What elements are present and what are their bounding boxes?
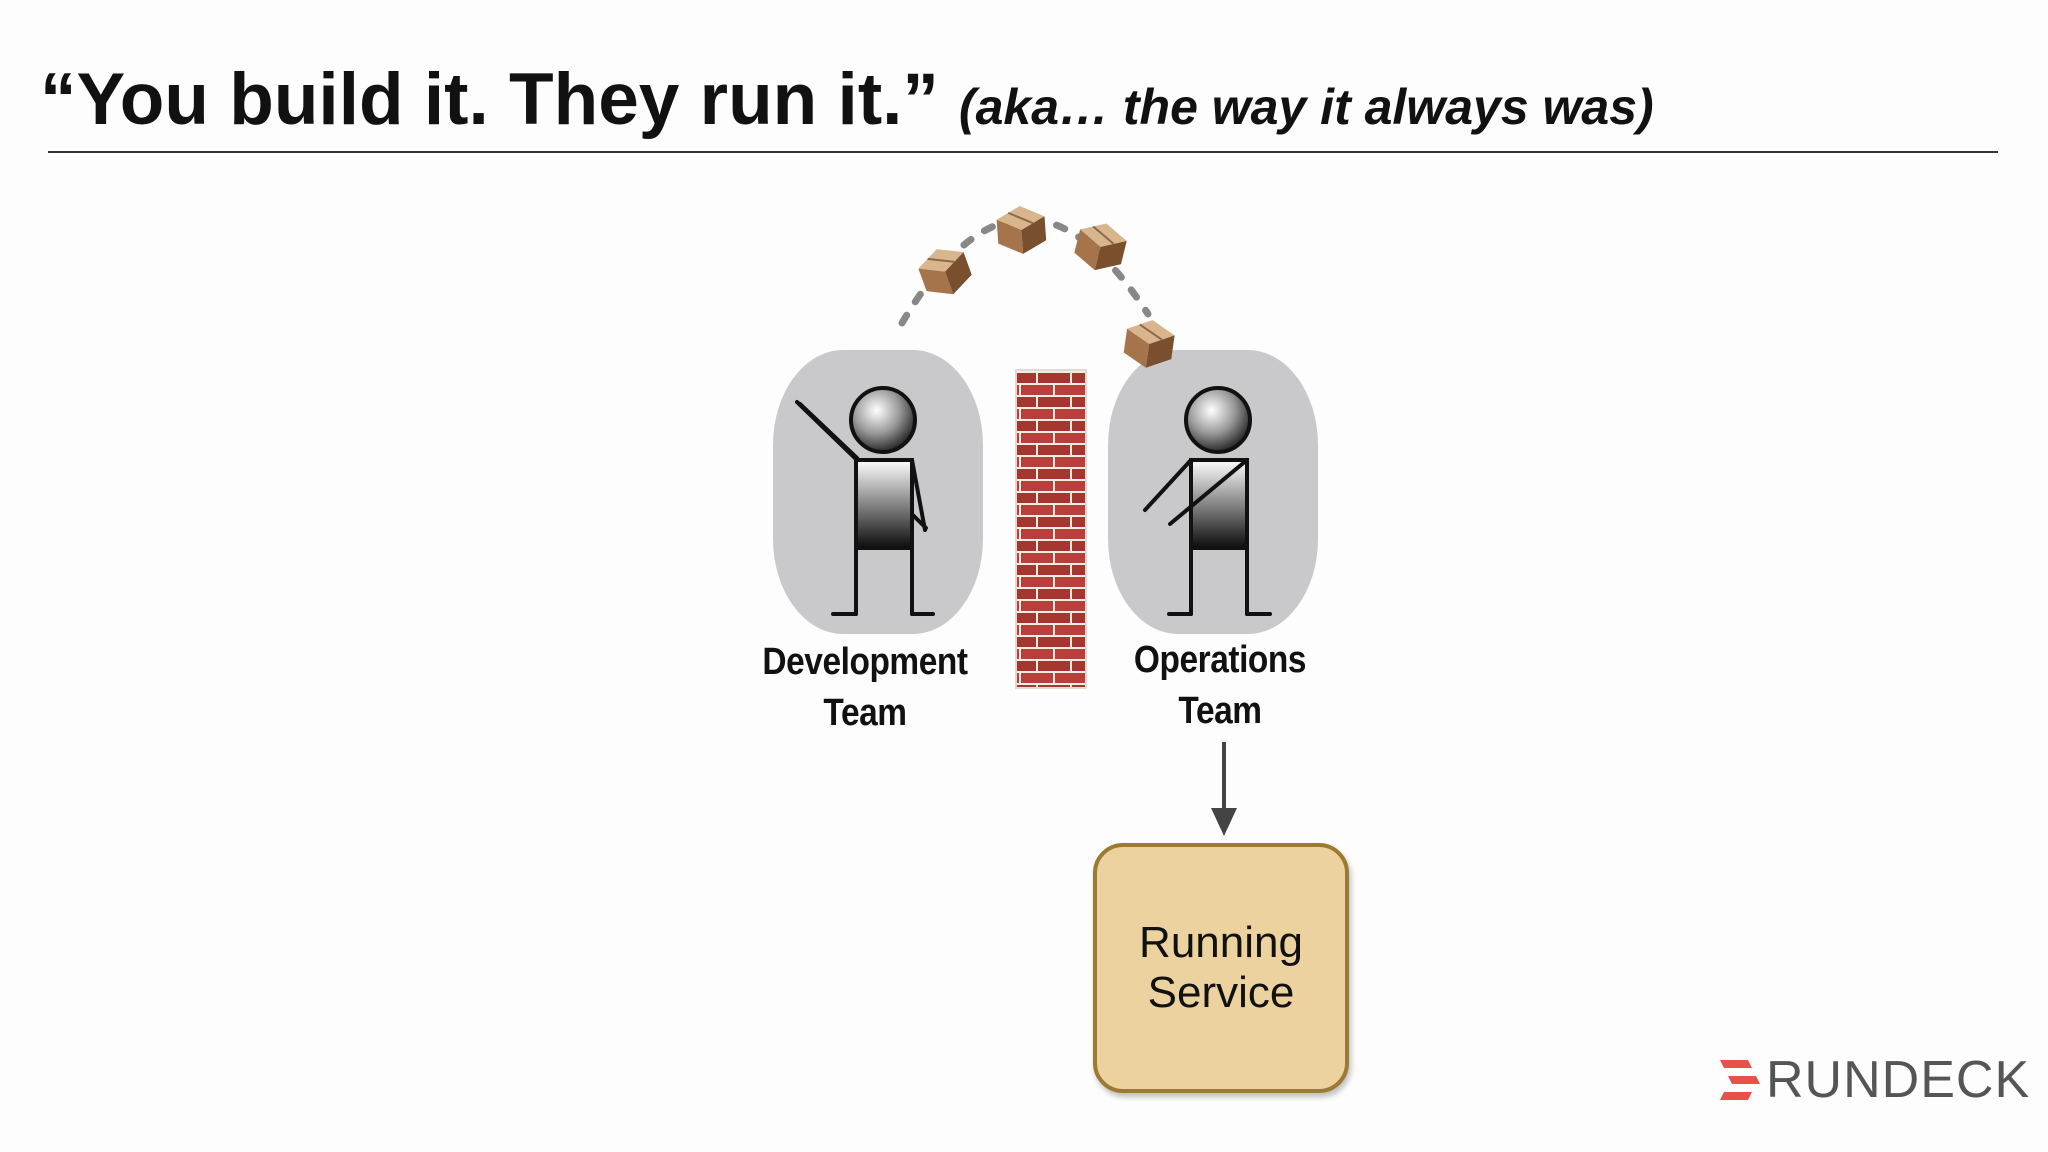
rundeck-logo: RUNDECK bbox=[1718, 1050, 2030, 1110]
cardboard-box-icon bbox=[918, 249, 972, 295]
ops-team-label-line2: Team bbox=[1178, 690, 1262, 732]
title-divider bbox=[48, 151, 1998, 153]
brick-wall-icon bbox=[1015, 369, 1087, 689]
dev-team-label-line2: Team bbox=[823, 692, 907, 734]
ops-team-label-line1: Operations bbox=[1133, 639, 1307, 681]
stick-figure-icon bbox=[1143, 386, 1272, 616]
dev-team-label: Development Team bbox=[755, 637, 975, 739]
logo-text: RUNDECK bbox=[1766, 1051, 2031, 1109]
service-label-line1: Running bbox=[1139, 918, 1303, 967]
cardboard-box-icon bbox=[1123, 320, 1175, 368]
title-subtitle: (aka… the way it always was) bbox=[958, 79, 1654, 135]
rundeck-logo-icon bbox=[1720, 1060, 1760, 1100]
title-main: “You build it. They run it.” bbox=[40, 59, 939, 140]
cardboard-box-icon bbox=[1074, 223, 1127, 271]
dev-team-label-line1: Development bbox=[762, 641, 968, 683]
running-service-box: Running Service bbox=[1093, 843, 1349, 1093]
cardboard-box-icon bbox=[996, 206, 1047, 254]
stick-figure-icon bbox=[795, 386, 935, 616]
service-label-line2: Service bbox=[1147, 968, 1295, 1017]
arrow-down-icon bbox=[1211, 742, 1237, 836]
ops-team-label: Operations Team bbox=[1110, 635, 1330, 737]
slide-title: “You build it. They run it.” (aka… the wa… bbox=[40, 58, 1654, 141]
